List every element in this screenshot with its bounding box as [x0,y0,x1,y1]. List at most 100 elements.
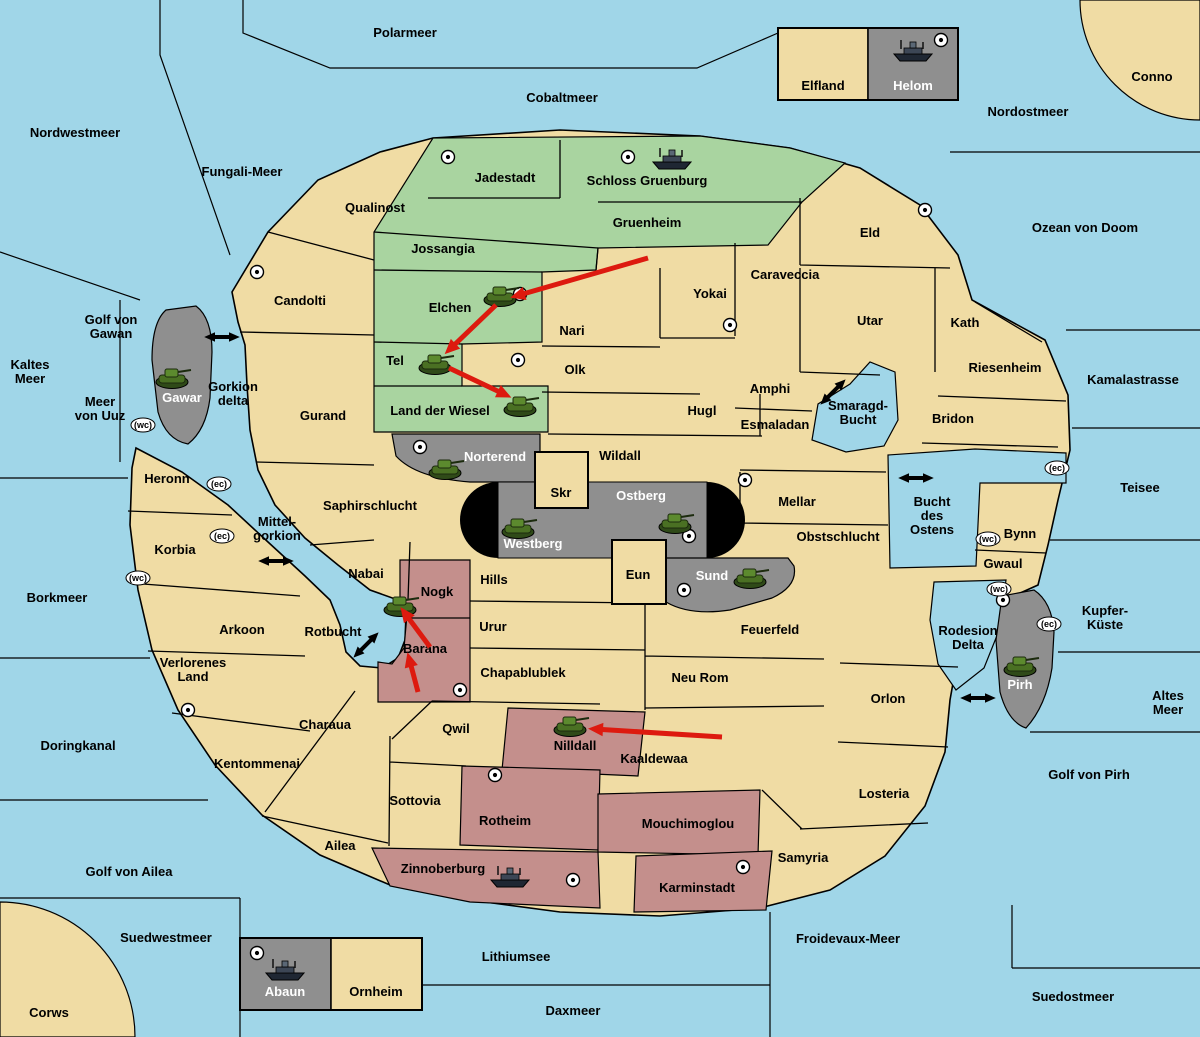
region-label-amphi[interactable]: Amphi [750,381,790,396]
sea-label-nordostmeer[interactable]: Nordostmeer [988,104,1069,119]
region-label-eld[interactable]: Eld [860,225,880,240]
region-label-charaua[interactable]: Charaua [299,717,352,732]
region-label-hugl[interactable]: Hugl [688,403,717,418]
sea-label-kamalastrasse[interactable]: Kamalastrasse [1087,372,1179,387]
region-label-gruenheim[interactable]: Gruenheim [613,215,682,230]
sea-label-lithiumsee[interactable]: Lithiumsee [482,949,551,964]
region-label-sottovia[interactable]: Sottovia [389,793,441,808]
region-label-neu-rom[interactable]: Neu Rom [671,670,728,685]
region-label-losteria[interactable]: Losteria [859,786,910,801]
sea-label-mittel-gorkion[interactable]: Mittel-gorkion [253,514,301,543]
region-label-samyria[interactable]: Samyria [778,850,829,865]
region-skr-box[interactable] [534,451,589,509]
region-label-chapablublek[interactable]: Chapablublek [480,665,566,680]
region-label-ailea[interactable]: Ailea [324,838,356,853]
sea-label-doringkanal[interactable]: Doringkanal [40,738,115,753]
sea-label-rotbucht[interactable]: Rotbucht [304,624,362,639]
region-label-jossangia[interactable]: Jossangia [411,241,475,256]
region-label-feuerfeld[interactable]: Feuerfeld [741,622,800,637]
region-label-gawar[interactable]: Gawar [162,390,202,405]
region-label-nari[interactable]: Nari [559,323,584,338]
region-label-westberg[interactable]: Westberg [504,536,563,551]
sea-label-suedwestmeer[interactable]: Suedwestmeer [120,930,212,945]
region-nilldall[interactable] [501,707,646,777]
region-label-qwil[interactable]: Qwil [442,721,469,736]
region-label-riesenheim[interactable]: Riesenheim [969,360,1042,375]
region-label-schloss-gruenburg[interactable]: Schloss Gruenburg [587,173,708,188]
sea-label-froidevaux-meer[interactable]: Froidevaux-Meer [796,931,900,946]
region-label-helom[interactable]: Helom [893,78,933,93]
region-label-bynn[interactable]: Bynn [1004,526,1037,541]
region-label-sund[interactable]: Sund [696,568,729,583]
region-label-karminstadt[interactable]: Karminstadt [659,880,736,895]
region-cell-ornheim[interactable] [330,937,423,1011]
sea-label-suedostmeer[interactable]: Suedostmeer [1032,989,1114,1004]
region-label-jadestadt[interactable]: Jadestadt [475,170,536,185]
region-label-abaun[interactable]: Abaun [265,984,306,999]
region-label-norterend[interactable]: Norterend [464,449,526,464]
region-label-esmaladan[interactable]: Esmaladan [741,417,810,432]
region-label-heronn[interactable]: Heronn [144,471,190,486]
region-label-nilldall[interactable]: Nilldall [554,738,597,753]
region-label-urur[interactable]: Urur [479,619,506,634]
region-label-rotheim[interactable]: Rotheim [479,813,531,828]
region-label-mellar[interactable]: Mellar [778,494,816,509]
region-label-elchen[interactable]: Elchen [429,300,472,315]
sea-label-corws[interactable]: Corws [29,1005,69,1020]
region-label-arkoon[interactable]: Arkoon [219,622,265,637]
region-label-yokai[interactable]: Yokai [693,286,727,301]
region-label-orlon[interactable]: Orlon [871,691,906,706]
region-label-saphirschlucht[interactable]: Saphirschlucht [323,498,418,513]
region-label-hills[interactable]: Hills [480,572,507,587]
region-label-gurand[interactable]: Gurand [300,408,346,423]
region-label-olk[interactable]: Olk [565,362,587,377]
region-zinnoberburg[interactable] [371,847,601,909]
region-label-nabai[interactable]: Nabai [348,566,383,581]
region-label-kaaldewaa[interactable]: Kaaldewaa [620,751,688,766]
region-label-eun[interactable]: Eun [626,567,651,582]
region-label-caraveccia[interactable]: Caraveccia [751,267,820,282]
sea-label-kupfer-k-ste[interactable]: Kupfer-Küste [1082,603,1128,632]
sea-label-fungali-meer[interactable]: Fungali-Meer [202,164,283,179]
region-rotheim[interactable] [459,765,601,851]
sea-label-daxmeer[interactable]: Daxmeer [546,1003,601,1018]
sea-label-nordwestmeer[interactable]: Nordwestmeer [30,125,120,140]
region-label-bridon[interactable]: Bridon [932,411,974,426]
region-label-kentommenai[interactable]: Kentommenai [214,756,300,771]
region-cell-elfland[interactable] [777,27,869,101]
region-label-ornheim[interactable]: Ornheim [349,984,402,999]
region-label-ostberg[interactable]: Ostberg [616,488,666,503]
region-label-land-der-wiesel[interactable]: Land der Wiesel [390,403,490,418]
region-label-utar[interactable]: Utar [857,313,883,328]
region-label-pirh[interactable]: Pirh [1007,677,1032,692]
sea-label-cobaltmeer[interactable]: Cobaltmeer [526,90,598,105]
region-label-wildall[interactable]: Wildall [599,448,641,463]
region-label-qualinost[interactable]: Qualinost [345,200,406,215]
region-label-korbia[interactable]: Korbia [154,542,196,557]
region-label-elfland[interactable]: Elfland [801,78,844,93]
region-label-kath[interactable]: Kath [951,315,980,330]
region-label-nogk[interactable]: Nogk [421,584,454,599]
region-label-skr[interactable]: Skr [551,485,572,500]
region-label-candolti[interactable]: Candolti [274,293,326,308]
sea-label-golf-von-pirh[interactable]: Golf von Pirh [1048,767,1130,782]
region-eun-box[interactable] [611,539,667,605]
region-conno[interactable] [1079,0,1200,121]
region-label-tel[interactable]: Tel [386,353,404,368]
sea-label-borkmeer[interactable]: Borkmeer [27,590,88,605]
region-label-zinnoberburg[interactable]: Zinnoberburg [401,861,486,876]
region-label-obstschlucht[interactable]: Obstschlucht [796,529,880,544]
region-label-mouchimoglou[interactable]: Mouchimoglou [642,816,734,831]
sea-label-golf-von-ailea[interactable]: Golf von Ailea [86,864,174,879]
sea-label-teisee[interactable]: Teisee [1120,480,1160,495]
sea-label-conno[interactable]: Conno [1131,69,1172,84]
sea-label-ozean-von-doom[interactable]: Ozean von Doom [1032,220,1138,235]
